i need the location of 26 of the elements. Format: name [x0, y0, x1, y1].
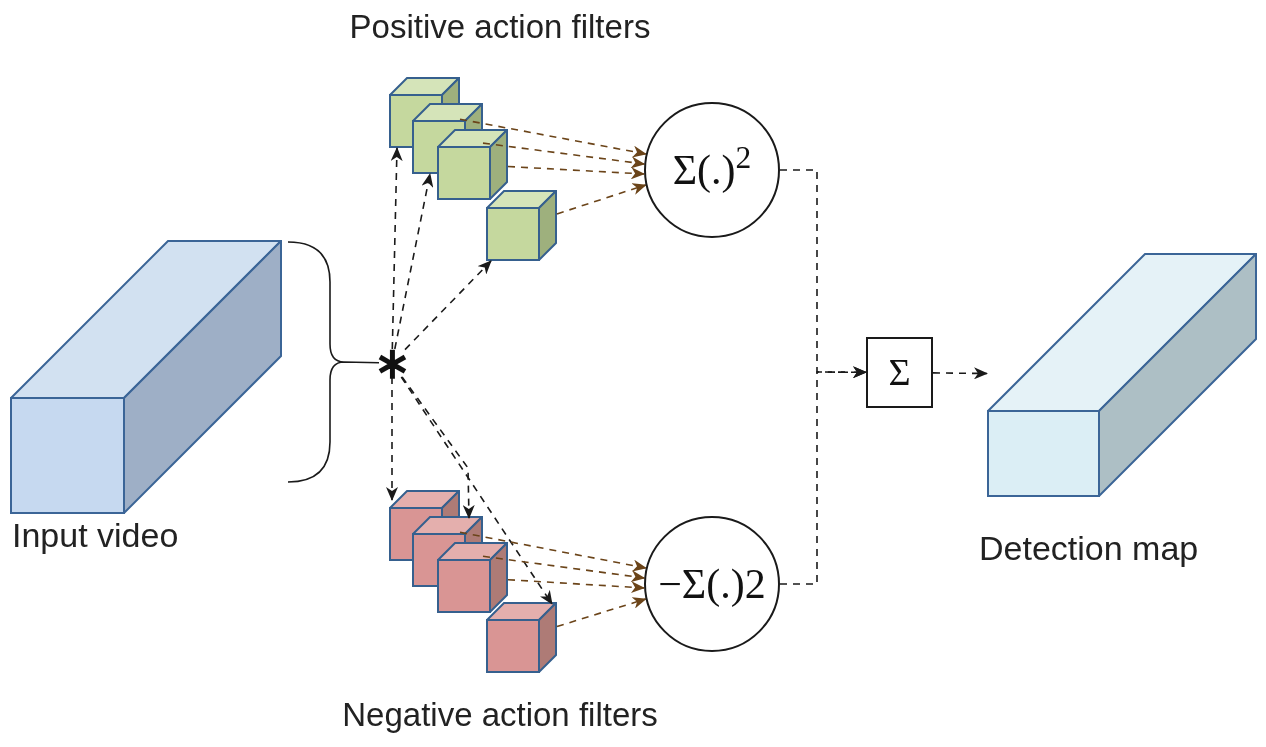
arrow [390, 147, 403, 350]
filter-cube [486, 602, 557, 673]
arrow [556, 597, 647, 628]
arrow [386, 376, 398, 501]
arrow [779, 366, 867, 585]
arrow [459, 531, 647, 572]
filter-cube [437, 129, 508, 200]
node-label: Input video [12, 515, 179, 556]
arrow [507, 578, 646, 594]
filter-cube [437, 542, 508, 613]
arrow [404, 260, 492, 351]
arrow [482, 555, 646, 583]
sum-box: Σ [866, 337, 933, 408]
arrow [400, 376, 553, 605]
arrow [459, 118, 647, 158]
group-title: Positive action filters [348, 7, 652, 47]
arrow [932, 367, 988, 380]
arrow [482, 142, 646, 169]
arrow [507, 165, 646, 180]
filter-cube [486, 190, 557, 261]
arrow [401, 376, 475, 519]
node-label: Detection map [979, 528, 1199, 569]
arrow [556, 183, 647, 215]
arrow [394, 173, 434, 350]
convolution-symbol: ∗ [379, 349, 405, 377]
group-title: Negative action filters [341, 695, 659, 735]
